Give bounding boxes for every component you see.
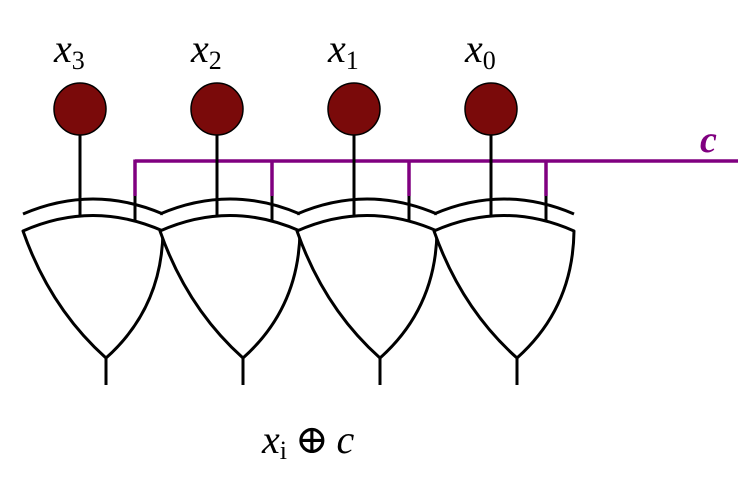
caption-index: i bbox=[280, 436, 287, 465]
xor-input-arc bbox=[296, 197, 438, 216]
input-label: x2 bbox=[190, 26, 222, 75]
input-label: x0 bbox=[464, 26, 496, 75]
caption-operator: ⊕ bbox=[295, 417, 329, 462]
xor-gate-body bbox=[158, 214, 302, 360]
input-label: x3 bbox=[53, 26, 85, 75]
input-node bbox=[53, 82, 107, 136]
xor-gate-body bbox=[295, 214, 439, 360]
input-label-index: 3 bbox=[72, 46, 85, 75]
xor-gate-unit: x2 bbox=[158, 26, 302, 385]
input-label-index: 2 bbox=[209, 46, 222, 75]
input-label-base: x bbox=[53, 26, 72, 71]
input-node bbox=[190, 82, 244, 136]
input-node bbox=[464, 82, 518, 136]
input-label-index: 0 bbox=[483, 46, 496, 75]
xor-gate-unit: x1 bbox=[295, 26, 439, 385]
xor-gate-body bbox=[21, 214, 165, 360]
input-label-base: x bbox=[190, 26, 209, 71]
caption-base: x bbox=[261, 417, 280, 462]
output-caption: xi ⊕c bbox=[261, 417, 355, 465]
caption-operand: c bbox=[337, 417, 355, 462]
input-label-index: 1 bbox=[346, 46, 359, 75]
input-label: x1 bbox=[327, 26, 359, 75]
input-label-base: x bbox=[464, 26, 483, 71]
input-node bbox=[327, 82, 381, 136]
control-label: c bbox=[700, 119, 717, 161]
xor-input-arc bbox=[433, 197, 575, 216]
xor-input-arc bbox=[159, 197, 301, 216]
xor-gate-body bbox=[432, 214, 576, 360]
xor-input-arc bbox=[22, 197, 164, 216]
xor-gate-unit: x0 bbox=[432, 26, 576, 385]
xor-gate-unit: x3 bbox=[21, 26, 165, 385]
input-label-base: x bbox=[327, 26, 346, 71]
